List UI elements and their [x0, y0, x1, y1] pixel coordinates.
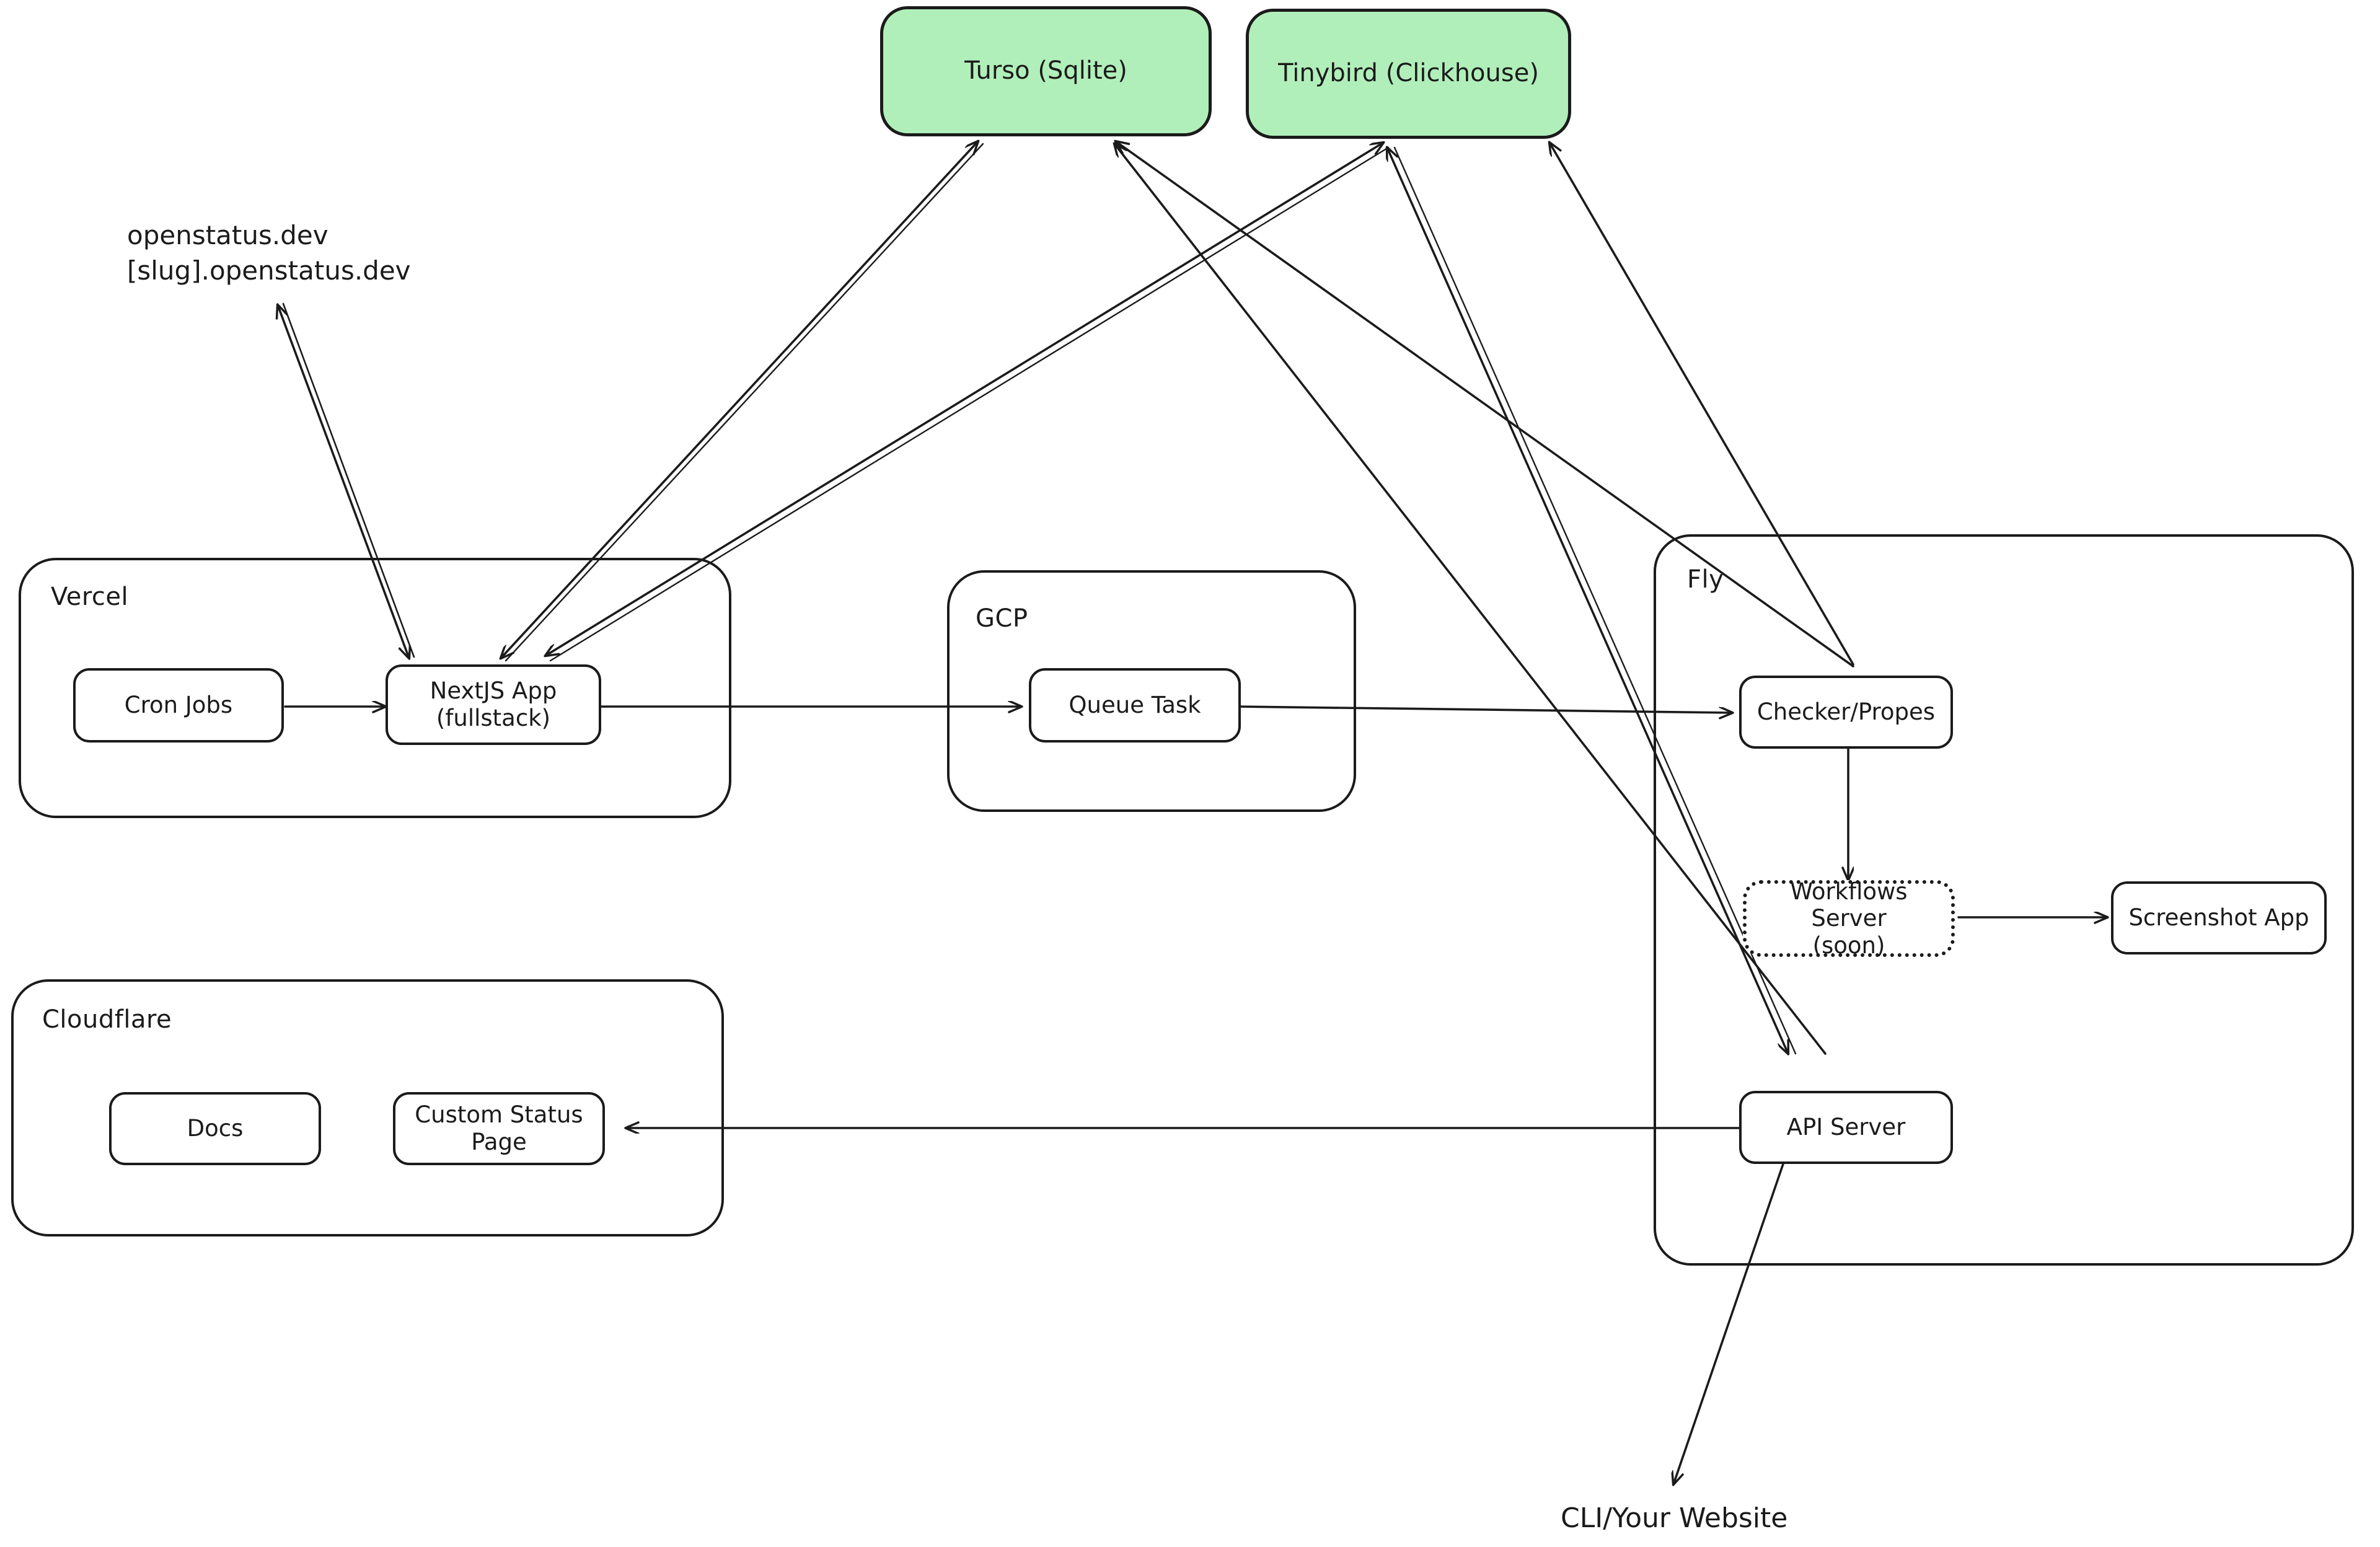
group-vercel: [19, 558, 731, 818]
node-api-server[interactable]: API Server: [1739, 1091, 1953, 1164]
node-docs[interactable]: Docs: [109, 1092, 321, 1165]
group-label-vercel: Vercel: [51, 583, 129, 611]
group-label-gcp: GCP: [976, 604, 1028, 633]
node-nextjs-app[interactable]: NextJS App (fullstack): [386, 664, 601, 745]
node-custom-status-page[interactable]: Custom Status Page: [393, 1092, 605, 1165]
node-tinybird[interactable]: Tinybird (Clickhouse): [1246, 9, 1571, 139]
label-openstatus-domains: openstatus.dev [slug].openstatus.dev: [127, 220, 411, 286]
node-cron-jobs[interactable]: Cron Jobs: [73, 668, 284, 743]
group-cloudflare: [11, 979, 724, 1236]
node-screenshot-app[interactable]: Screenshot App: [2111, 881, 2327, 954]
node-workflows-server[interactable]: Workflows Server (soon): [1743, 878, 1955, 959]
group-label-fly: Fly: [1687, 565, 1724, 594]
node-turso[interactable]: Turso (Sqlite): [880, 6, 1212, 136]
group-fly: [1654, 534, 2354, 1266]
group-label-cloudflare: Cloudflare: [42, 1005, 172, 1034]
label-cli-your-website: CLI/Your Website: [1561, 1502, 1788, 1534]
node-queue-task[interactable]: Queue Task: [1029, 668, 1241, 743]
node-checker-probes[interactable]: Checker/Propes: [1739, 676, 1953, 749]
group-gcp: [947, 570, 1356, 812]
